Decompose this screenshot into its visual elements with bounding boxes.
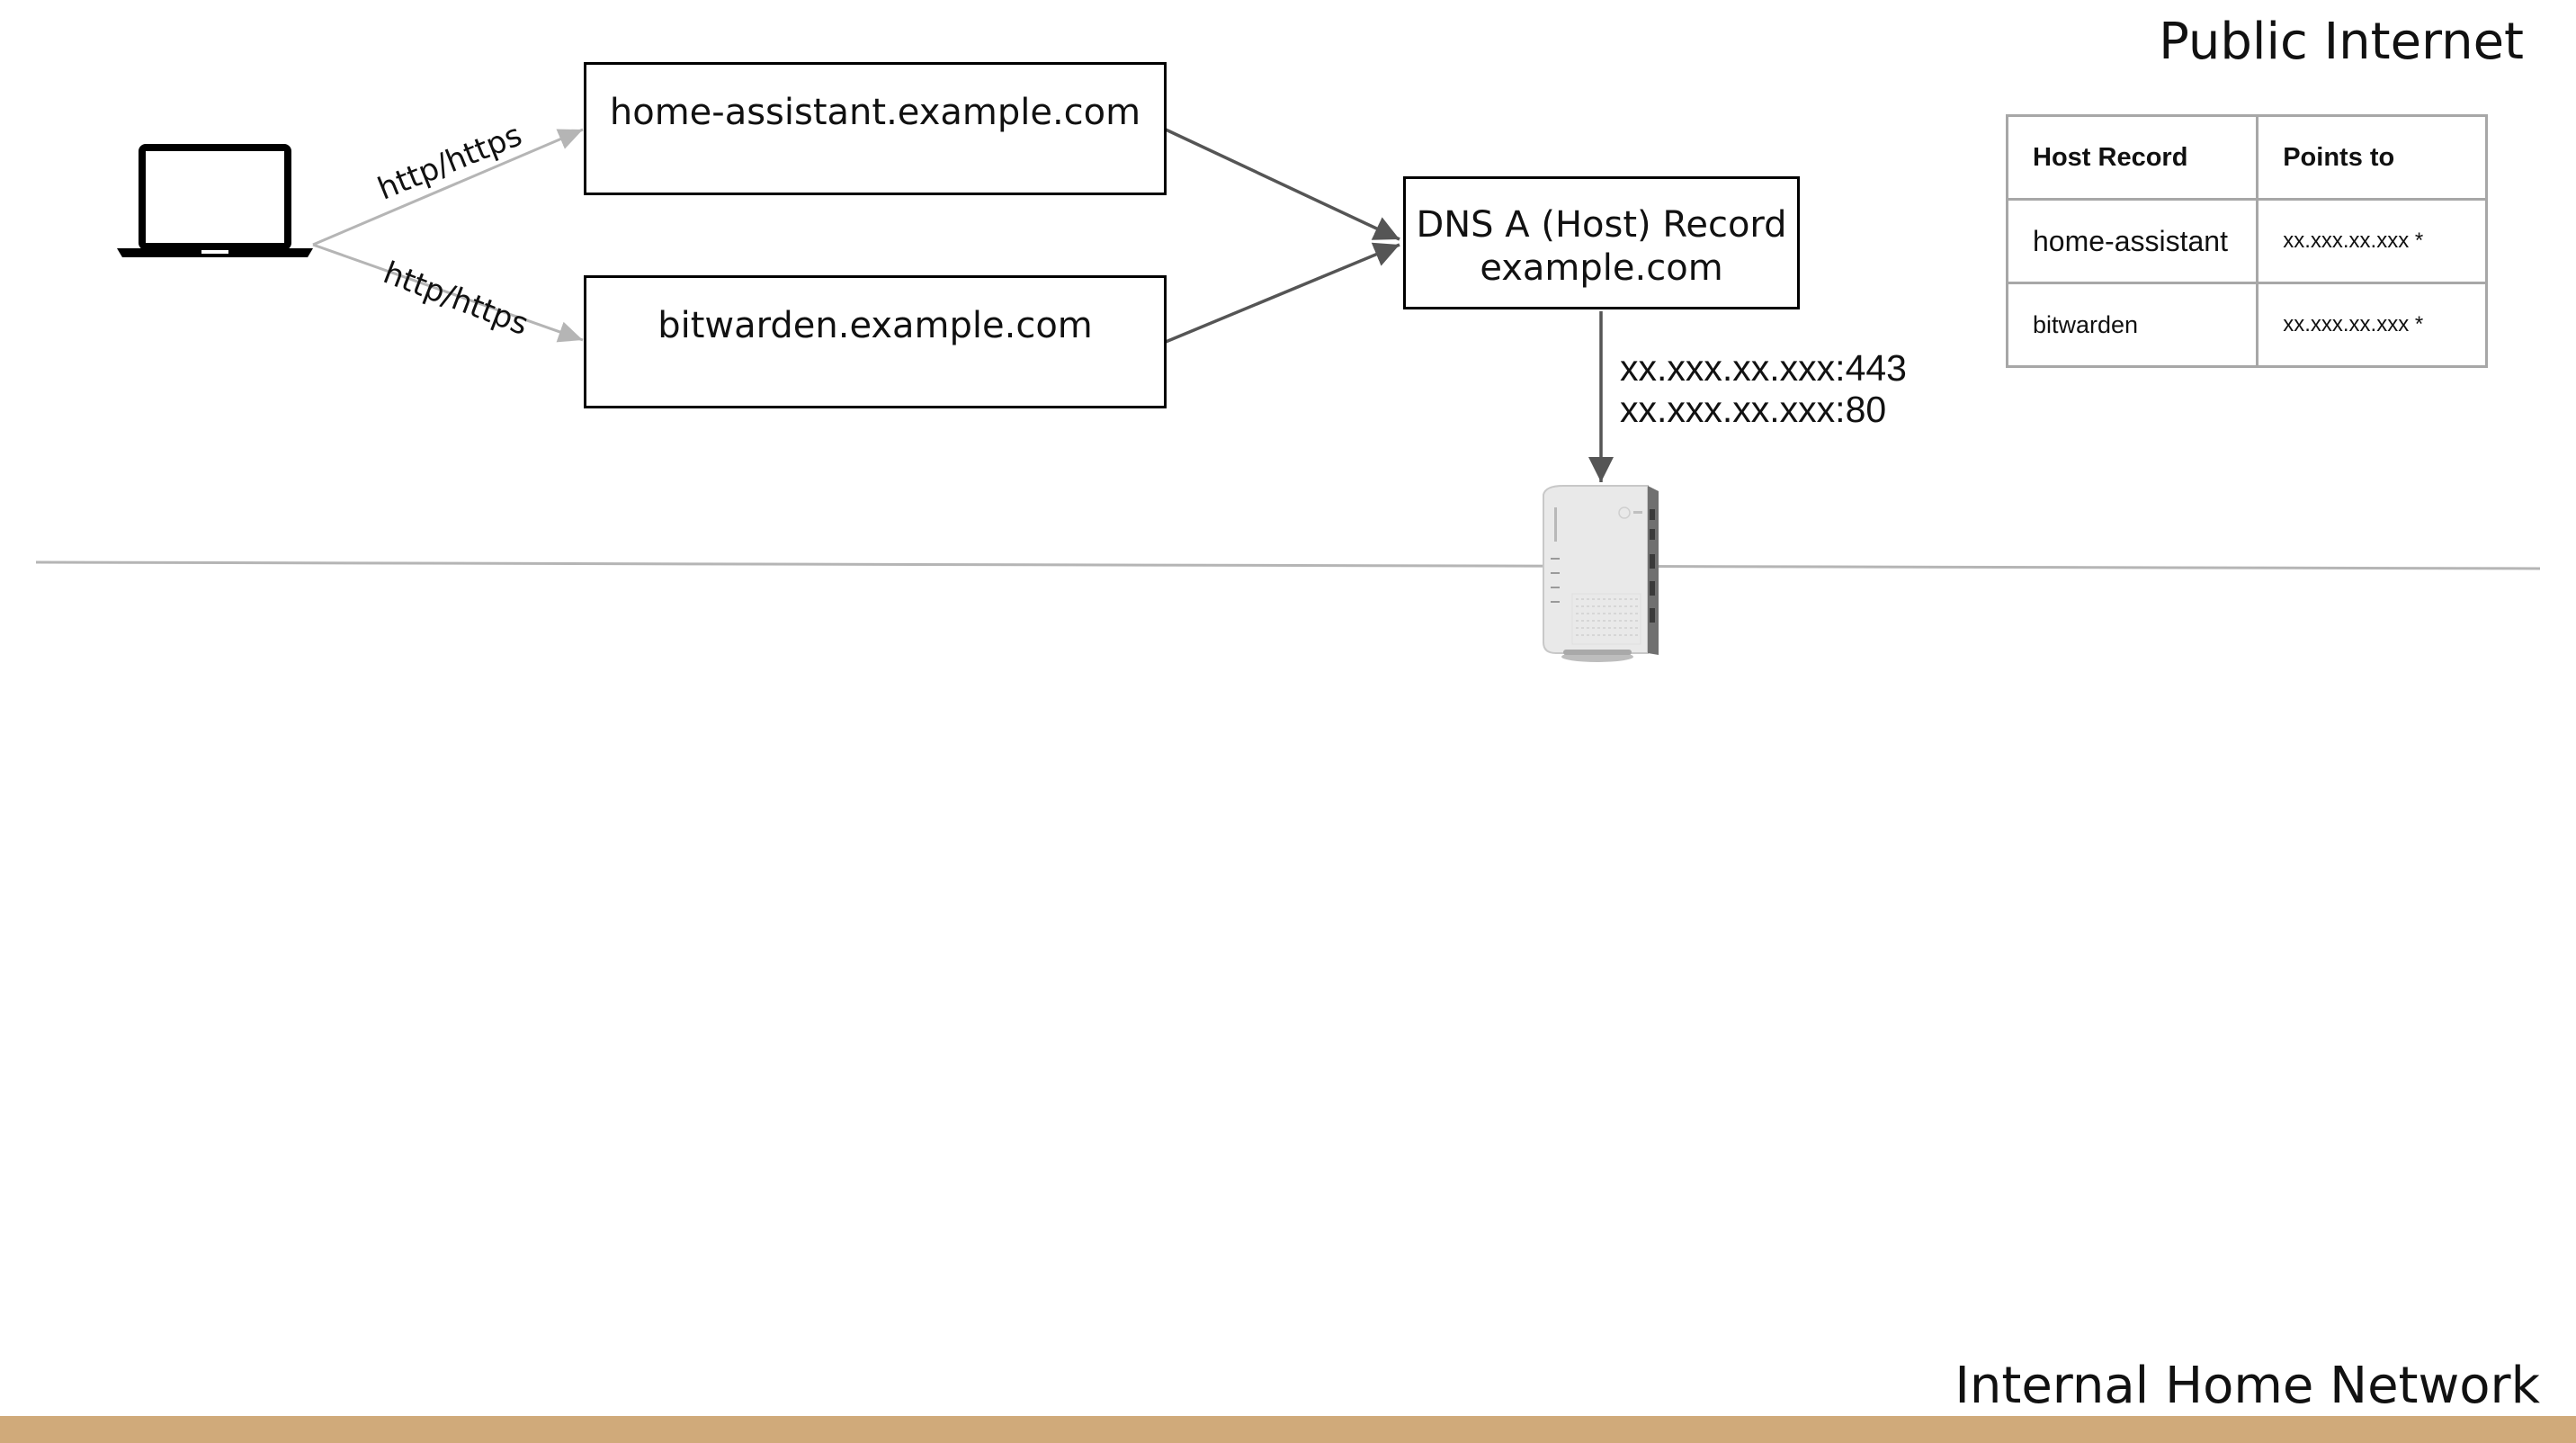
router-icon [1543,485,1659,662]
table-cell-host: bitwarden [2005,282,2259,368]
host-box-bitwarden: bitwarden.example.com [584,275,1167,408]
host-label-bitwarden: bitwarden.example.com [657,305,1093,346]
network-boundary-line [35,560,2541,570]
table-row: bitwarden xx.xxx.xx.xxx * [2005,282,2488,368]
table-header-host-record: Host Record [2005,114,2259,201]
edge-home-assistant-to-dns [1165,128,1400,241]
dns-host-table: Host Record Points to home-assistant xx.… [2005,114,2488,368]
zone-label-internal: Internal Home Network [1954,1357,2540,1415]
host-box-home-assistant: home-assistant.example.com [584,62,1167,195]
table-cell-points-to: xx.xxx.xx.xxx * [2256,282,2488,368]
edge-laptop-to-home-assistant [312,128,584,246]
edge-bitwarden-to-dns [1165,242,1400,344]
dns-record-title: DNS A (Host) Record [1416,204,1787,246]
table-header-row: Host Record Points to [2005,114,2488,201]
bottom-accent-bar [0,1416,2576,1443]
port-label-80: xx.xxx.xx.xxx:80 [1620,389,1887,430]
zone-label-public: Public Internet [2159,13,2524,71]
table-row: home-assistant xx.xxx.xx.xxx * [2005,198,2488,284]
table-cell-host: home-assistant [2005,198,2259,284]
host-label-home-assistant: home-assistant.example.com [609,92,1141,133]
edge-laptop-to-bitwarden [312,243,584,343]
table-cell-points-to: xx.xxx.xx.xxx * [2256,198,2488,284]
laptop-icon [117,144,313,257]
table-header-points-to: Points to [2256,114,2488,201]
port-labels: xx.xxx.xx.xxx:443 xx.xxx.xx.xxx:80 [1620,347,1907,430]
dns-record-domain: example.com [1480,247,1723,289]
dns-record-box: DNS A (Host) Record example.com [1403,176,1800,309]
port-label-443: xx.xxx.xx.xxx:443 [1620,347,1907,389]
